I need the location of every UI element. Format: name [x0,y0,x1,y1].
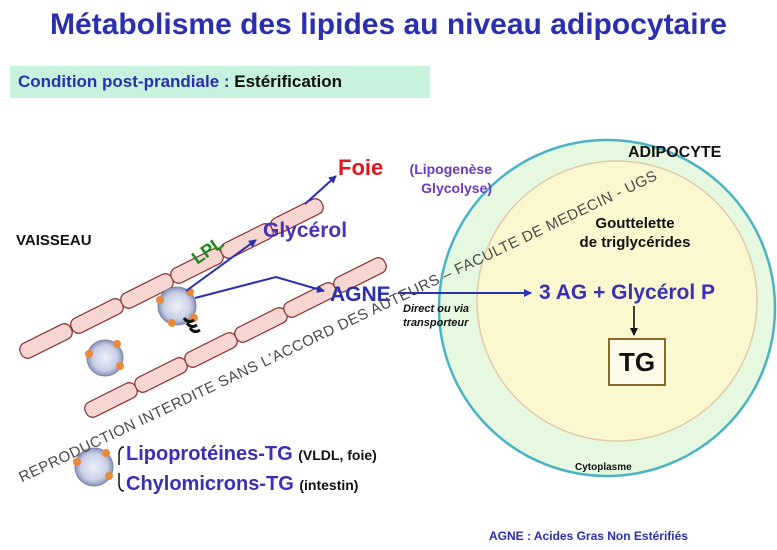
transport-note-line2: transporteur [403,317,469,329]
lipoprotein-particle-free [85,339,124,377]
transport-note-line1: Direct ou via [403,303,470,315]
droplet-label-line1: Gouttelette [595,215,675,232]
adipocyte-label: ADIPOCYTE [628,144,722,161]
foie-label: Foie [338,155,384,180]
vessel-wall-lower [84,257,387,418]
glycerol-label: Glycérol [263,219,348,242]
transport-note: Direct ou via transporteur [403,302,469,330]
lpl-anchor-icon [182,317,201,334]
foie-detail: (Lipogenèse Glycolyse) [388,160,492,198]
vessel-label: VAISSEAU [16,232,92,249]
legend-bracket-bottom [118,473,125,492]
lipoprotein-legend-icon [73,447,114,487]
condition-banner [10,66,430,98]
foie-detail-line1: (Lipogenèse [409,161,492,177]
condition-value: Estérification [234,72,342,91]
legend-lipoproteins: Lipoprotéines-TG (VLDL, foie) [126,443,377,466]
droplet-label-line2: de triglycérides [579,234,691,251]
page-title: Métabolisme des lipides au niveau adipoc… [50,8,727,41]
agne-release-arrow [194,275,325,299]
legend-chylomicrons-name: Chylomicrons-TG [126,473,294,495]
legend-lipoproteins-name: Lipoprotéines-TG [126,443,293,465]
condition-text: Condition post-prandiale : Estérificatio… [18,72,342,92]
vessel-wall-upper [19,198,324,359]
droplet-label: Gouttelette de triglycérides [560,214,710,252]
condition-label: Condition post-prandiale [18,72,220,91]
legend-chylomicrons-detail: (intestin) [299,477,359,493]
lipoprotein-particle-upper [156,286,198,327]
foie-arrow [304,175,337,205]
legend-lipoproteins-detail: (VLDL, foie) [298,447,377,463]
legend-chylomicrons: Chylomicrons-TG (intestin) [126,473,358,496]
foie-detail-line2: Glycolyse) [421,180,492,196]
triglyceride-box: TG [608,338,666,386]
condition-separator: : [219,72,235,91]
legend-bracket-top [118,446,125,465]
cytoplasm-label: Cytoplasme [575,462,632,473]
triglyceride-droplet [476,160,758,442]
agne-label: AGNE [330,283,391,306]
footnote: AGNE : Acides Gras Non Estérifiés [489,529,688,543]
glycerol-arrow [185,239,257,292]
fatty-acid-glycerol-label: 3 AG + Glycérol P [539,281,716,304]
